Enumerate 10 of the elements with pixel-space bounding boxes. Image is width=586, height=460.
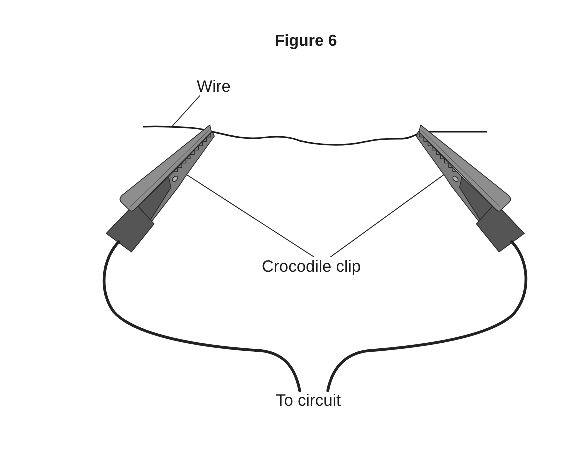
wire [142,126,487,146]
leader-line [172,96,200,128]
callout-label: Crocodile clip [262,257,362,277]
crocodile-clip [416,124,525,253]
figure-title: Figure 6 [275,32,338,52]
leader-line [186,174,314,258]
crocodile-clip [106,124,215,253]
callout-label: To circuit [276,391,342,411]
leader-line [330,174,444,258]
callout-label: Wire [197,77,231,97]
